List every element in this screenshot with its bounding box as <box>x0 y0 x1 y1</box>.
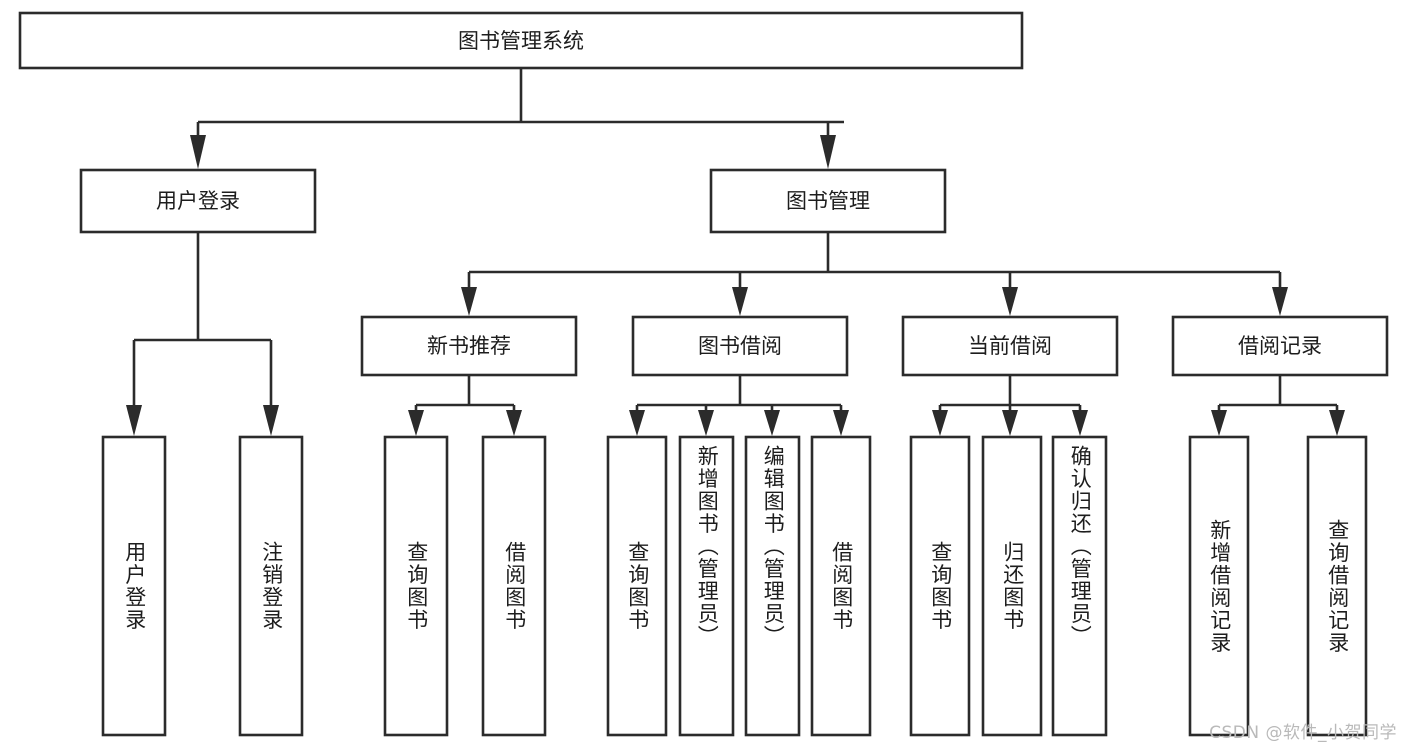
node-book-borrow-box[interactable] <box>631 315 849 377</box>
arrowhead-current-borrow <box>1002 287 1018 316</box>
node-current-borrow-box[interactable] <box>901 315 1119 377</box>
node-root-box[interactable] <box>18 11 1024 70</box>
arrowhead-book-borrow <box>732 287 748 316</box>
node-leaf-borrow-book-rec-box[interactable] <box>481 435 547 737</box>
arrowhead-borrow-records <box>1272 287 1288 316</box>
node-new-book-recommend[interactable]: 新书推荐 <box>360 315 578 377</box>
node-user-login-label: 用户登录 <box>156 189 240 213</box>
node-new-book-recommend-label: 新书推荐 <box>427 334 511 358</box>
node-borrow-records-box[interactable] <box>1171 315 1389 377</box>
node-leaf-return-book-box[interactable] <box>981 435 1043 737</box>
arrowhead-leaf-add-book <box>698 410 714 436</box>
arrowhead-leaf-add-record <box>1211 410 1227 436</box>
node-leaf-edit-book-box[interactable] <box>744 435 801 737</box>
node-current-borrow-label: 当前借阅 <box>968 334 1052 358</box>
arrowhead-leaf-edit-book <box>764 410 780 436</box>
node-book-borrow[interactable]: 图书借阅 <box>631 315 849 377</box>
arrowhead-leaf-query-record <box>1329 410 1345 436</box>
arrowhead-new-book-recommend <box>461 287 477 316</box>
node-root[interactable]: 图书管理系统 <box>18 11 1024 70</box>
node-leaf-query-record-box[interactable] <box>1306 435 1368 737</box>
node-leaf-confirm-return-box[interactable] <box>1051 435 1108 737</box>
node-book-management[interactable]: 图书管理 <box>709 168 947 234</box>
connector-group-current-borrow <box>932 375 1088 436</box>
arrowhead-user-login <box>190 135 206 169</box>
arrowhead-leaf-return-book <box>1002 410 1018 436</box>
node-leaf-query-book-borrow-box[interactable] <box>606 435 668 737</box>
watermark-text: CSDN @软件_小贺同学 <box>1209 723 1397 743</box>
connector-group-book-management <box>461 232 1288 316</box>
connector-group-root <box>190 68 844 169</box>
node-book-borrow-label: 图书借阅 <box>698 334 782 358</box>
node-user-login[interactable]: 用户登录 <box>79 168 317 234</box>
node-leaf-query-book-current-box[interactable] <box>909 435 971 737</box>
connector-group-book-borrow <box>629 375 849 436</box>
arrowhead-leaf-confirm-return <box>1072 410 1088 436</box>
node-root-label: 图书管理系统 <box>458 29 584 53</box>
connector-group-borrow-records <box>1211 375 1345 436</box>
arrowhead-leaf-query-book-rec <box>408 410 424 436</box>
node-leaf-user-login-box[interactable] <box>101 435 167 737</box>
node-leaf-borrow-book-box[interactable] <box>810 435 872 737</box>
arrowhead-leaf-user-login <box>126 405 142 436</box>
node-borrow-records[interactable]: 借阅记录 <box>1171 315 1389 377</box>
node-current-borrow[interactable]: 当前借阅 <box>901 315 1119 377</box>
node-new-book-recommend-box[interactable] <box>360 315 578 377</box>
arrowhead-leaf-borrow-book-rec <box>506 410 522 436</box>
connector-group-user-login <box>126 232 279 436</box>
arrowhead-book-management <box>820 135 836 169</box>
arrowhead-leaf-borrow-book <box>833 410 849 436</box>
node-book-management-box[interactable] <box>709 168 947 234</box>
node-borrow-records-label: 借阅记录 <box>1238 334 1322 358</box>
node-leaf-logout-box[interactable] <box>238 435 304 737</box>
connector-group-new-book-recommend <box>408 375 522 436</box>
node-book-management-label: 图书管理 <box>786 189 870 213</box>
node-user-login-box[interactable] <box>79 168 317 234</box>
arrowhead-leaf-query-book-current <box>932 410 948 436</box>
node-leaf-add-book-box[interactable] <box>678 435 735 737</box>
node-leaf-add-record-box[interactable] <box>1188 435 1250 737</box>
arrowhead-leaf-logout <box>263 405 279 436</box>
arrowhead-leaf-query-book-borrow <box>629 410 645 436</box>
node-leaf-query-book-rec-box[interactable] <box>383 435 449 737</box>
